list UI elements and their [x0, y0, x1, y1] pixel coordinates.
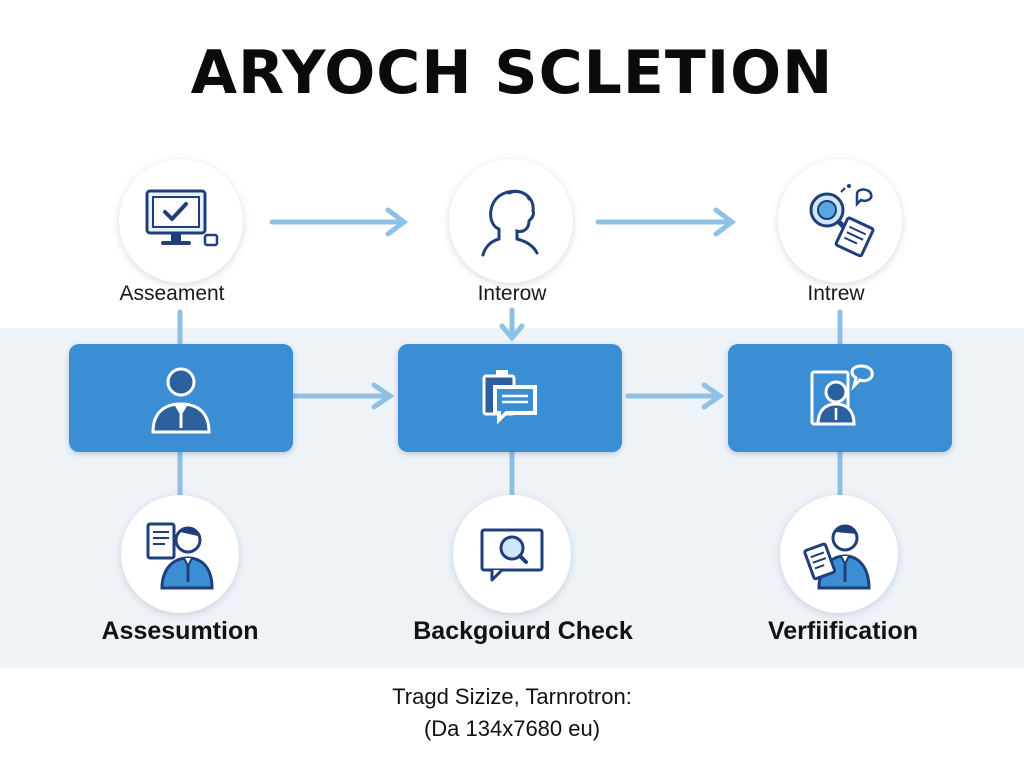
bottom-label-2: Backgoiurd Check [413, 617, 633, 645]
document-chat-icon [482, 370, 537, 425]
bottom-label-1: Assesumtion [101, 617, 259, 645]
magnifier-document-icon [809, 184, 875, 258]
top-label-3: Intrew [807, 282, 865, 305]
person-document-icon [146, 522, 214, 590]
page-title: ARYOCH SCLETION [190, 38, 834, 108]
node-background-check[interactable] [453, 495, 571, 613]
footer-line-2: (Da 134x7680 eu) [423, 716, 601, 741]
node-interview-2-top[interactable] [778, 159, 902, 283]
node-assessment-bottom[interactable] [121, 495, 239, 613]
profile-chat-icon [810, 364, 874, 426]
step-box-3[interactable] [728, 344, 952, 452]
step-box-1[interactable] [69, 344, 293, 452]
monitor-check-icon [145, 189, 219, 247]
person-document-icon [803, 524, 871, 590]
step-box-2[interactable] [398, 344, 622, 452]
node-assessment-top[interactable] [119, 159, 243, 283]
footer-line-1: Tragd Sizize, Tarnrotron: [392, 684, 632, 709]
connector-arrowhead-mid-2 [701, 382, 725, 410]
search-screen-icon [480, 528, 544, 582]
connector-arrowhead-top-2 [713, 207, 737, 237]
connector-arrowhead-vertical-2 [499, 323, 525, 342]
connector-arrowhead-mid-1 [371, 382, 395, 410]
connector-arrowhead-top-1 [385, 207, 409, 237]
bottom-label-3: Verfiification [767, 617, 919, 645]
person-icon [151, 367, 211, 434]
top-label-1: Asseament [119, 282, 225, 305]
node-verification[interactable] [780, 495, 898, 613]
node-interview-top[interactable] [449, 159, 573, 283]
top-label-2: Interow [477, 282, 547, 305]
person-profile-icon [481, 189, 539, 257]
